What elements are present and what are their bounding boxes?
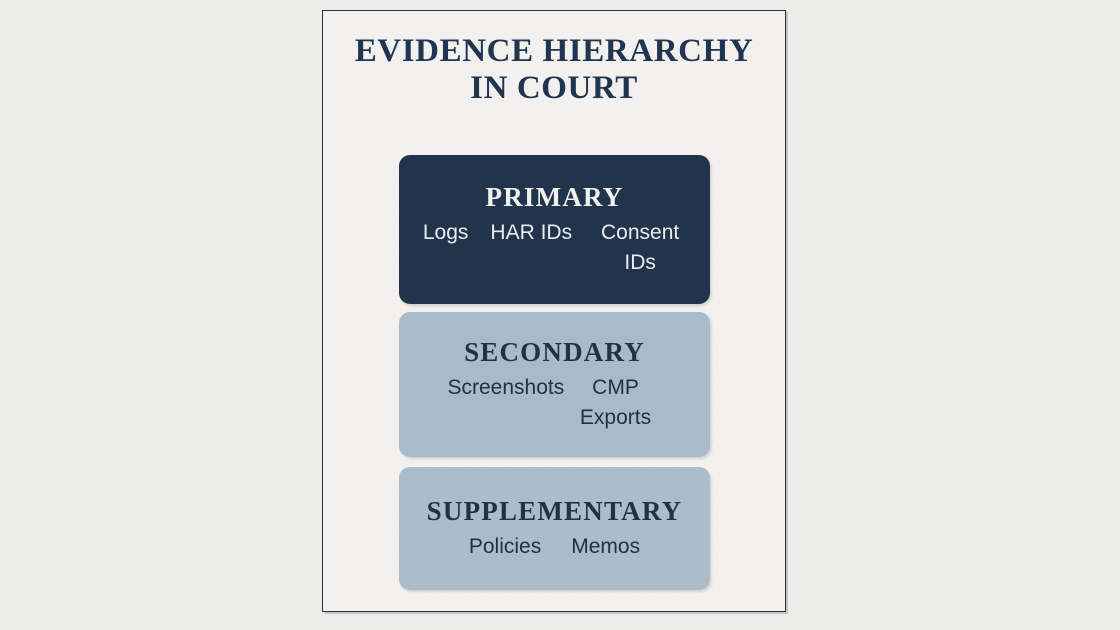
tier-card-supplementary: SUPPLEMENTARY Policies Memos [399,467,710,590]
page-title: EVIDENCE HIERARCHY IN COURT [323,33,785,107]
tier-item: CMP Exports [579,375,652,429]
page-title-line-1: EVIDENCE HIERARCHY [354,33,754,69]
tier-item: Consent IDs [601,220,680,274]
tier-item: Policies [468,534,542,558]
tier-item: Memos [571,534,641,558]
tier-card-primary: PRIMARY Logs HAR IDs Consent IDs [399,155,710,304]
tier-heading-primary: PRIMARY [485,181,624,212]
tier-card-secondary: SECONDARY Screenshots CMP Exports [399,312,710,457]
tier-items-secondary: Screenshots CMP Exports [448,373,662,433]
tier-item: Screenshots [447,375,565,399]
page-title-line-2: IN COURT [470,70,638,106]
tier-item: HAR IDs [490,220,573,244]
tier-items-supplementary: Policies Memos [469,532,640,562]
tier-item: Logs [422,220,469,244]
evidence-hierarchy-poster: EVIDENCE HIERARCHY IN COURT PRIMARY Logs… [322,10,786,612]
tier-heading-secondary: SECONDARY [464,336,645,367]
tier-heading-supplementary: SUPPLEMENTARY [426,495,683,526]
tier-items-primary: Logs HAR IDs Consent IDs [423,218,686,278]
